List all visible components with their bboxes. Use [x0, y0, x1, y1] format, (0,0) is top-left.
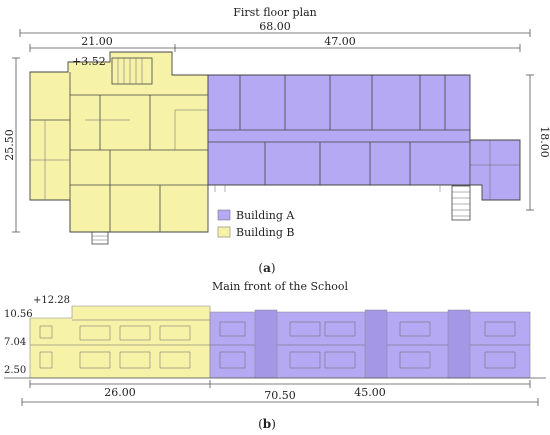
- elev-building-b-length: 26.00: [104, 386, 136, 399]
- building-a-stair: [451, 185, 471, 221]
- elev-total-length: 70.50: [264, 389, 296, 402]
- legend-label-building-a: Building A: [236, 209, 295, 222]
- legend-swatch-building-a: [217, 209, 231, 221]
- plan-right-height: 18.00: [538, 126, 550, 158]
- plan-building-a-length: 47.00: [324, 35, 356, 48]
- elev-building-a-length: 45.00: [354, 386, 386, 399]
- level-1056: 10.56: [4, 309, 33, 320]
- legend: Building A Building B: [217, 209, 295, 239]
- top-height-mark: +12.28: [33, 295, 70, 306]
- caption-a-letter: a: [263, 261, 271, 275]
- plan-building-b-length: 21.00: [81, 35, 113, 48]
- level-250: 2.50: [4, 365, 26, 376]
- plan-dimension-lines: [19, 29, 531, 52]
- elevation-title: Main front of the School: [212, 280, 349, 293]
- building-b-plan: [29, 51, 209, 245]
- caption-b-letter: b: [263, 417, 271, 431]
- elevation-dimension-lines: [21, 380, 539, 406]
- legend-label-building-b: Building B: [236, 226, 294, 239]
- floor-plan-title: First floor plan: [233, 6, 317, 19]
- legend-swatch-building-b: [217, 226, 231, 238]
- plan-total-length: 68.00: [259, 20, 291, 33]
- plan-left-height-dim: [12, 57, 20, 233]
- caption-b: (b): [258, 417, 276, 431]
- level-704: 7.04: [4, 337, 26, 348]
- building-a-facade: [209, 309, 531, 379]
- plan-right-height-dim: [526, 74, 534, 211]
- caption-a: (a): [258, 261, 275, 275]
- plan-left-height: 25.50: [3, 129, 16, 161]
- elevation-mark: +3.52: [72, 55, 106, 68]
- building-a-plan: [207, 74, 521, 201]
- building-b-facade: [29, 305, 211, 379]
